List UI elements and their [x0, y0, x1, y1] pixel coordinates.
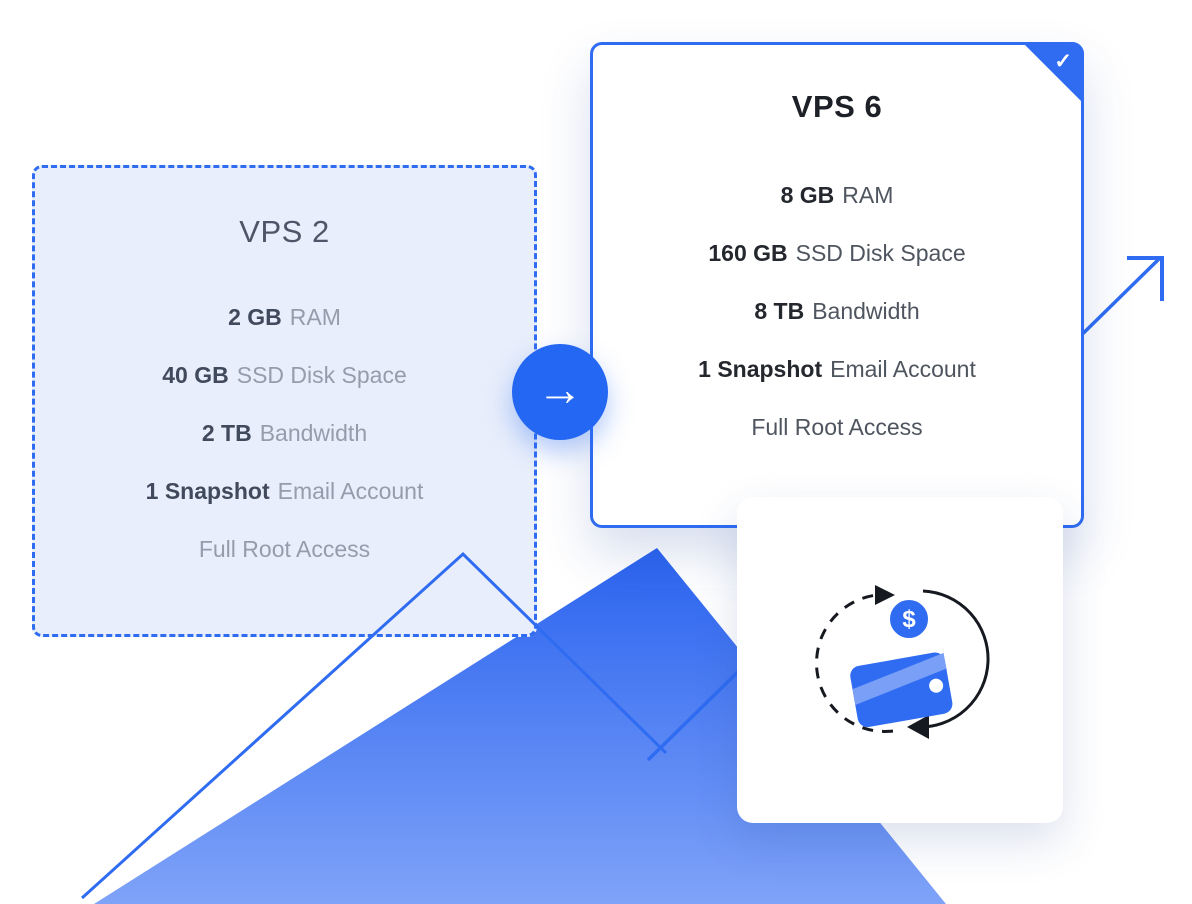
feature-value: 1 Snapshot: [145, 478, 270, 504]
feature-value: 2 GB: [228, 304, 282, 330]
plan-title-new: VPS 6: [791, 89, 883, 124]
feature-row: 8 GB RAM: [593, 182, 1081, 209]
growth-arrow-tip-icon: [1127, 256, 1164, 301]
feature-label: SSD Disk Space: [795, 240, 966, 266]
dollar-coin-icon: [886, 595, 932, 642]
feature-row: 160 GB SSD Disk Space: [593, 240, 1081, 267]
feature-value: 1 Snapshot: [698, 356, 823, 382]
feature-row: 8 TB Bandwidth: [593, 298, 1081, 325]
feature-label: RAM: [289, 304, 341, 330]
feature-value: 8 GB: [780, 182, 835, 208]
feature-value: 40 GB: [162, 362, 229, 388]
money-refund-wallet-icon: $: [815, 584, 990, 739]
check-icon: ✓: [1054, 50, 1072, 73]
feature-row: 2 GB RAM: [35, 304, 534, 331]
feature-row: Full Root Access: [35, 536, 534, 563]
feature-value: 160 GB: [708, 240, 788, 266]
right-arrow-icon: →: [537, 363, 583, 415]
plan-card-old[interactable]: VPS 2 2 GB RAM 40 GB SSD Disk Space 2 TB Ba…: [32, 165, 537, 637]
feature-label: Full Root Access: [751, 414, 923, 440]
dashed-orbit-arc: [815, 593, 894, 733]
plan-title-old: VPS 2: [239, 214, 330, 249]
wallet-shape: [850, 652, 953, 727]
feature-label: Bandwidth: [259, 420, 368, 446]
plan-card-new[interactable]: ✓ VPS 6 8 GB RAM 160 GB SSD Disk Space 8 T…: [590, 42, 1084, 528]
selected-corner-flag: [1022, 42, 1084, 104]
feature-row: 40 GB SSD Disk Space: [35, 362, 534, 389]
orbit-arrowhead-bottom-icon: [907, 714, 929, 739]
feature-label: Bandwidth: [812, 298, 920, 324]
feature-label: Full Root Access: [198, 536, 371, 562]
dollar-symbol: $: [902, 606, 916, 633]
feature-row: 2 TB Bandwidth: [35, 420, 534, 447]
orbit-arrowhead-top-icon: [875, 584, 895, 605]
feature-label: Email Account: [277, 478, 424, 504]
upgrade-arrow-button[interactable]: →: [512, 344, 608, 440]
feature-row: 1 Snapshot Email Account: [35, 478, 534, 505]
feature-label: SSD Disk Space: [236, 362, 407, 388]
feature-value: 2 TB: [201, 420, 252, 446]
feature-row: 1 Snapshot Email Account: [593, 356, 1081, 383]
feature-row: Full Root Access: [593, 414, 1081, 441]
feature-label: RAM: [842, 182, 894, 208]
feature-label: Email Account: [830, 356, 976, 382]
feature-value: 8 TB: [754, 298, 805, 324]
wallet-feature-card: $: [737, 497, 1063, 823]
solid-orbit-arc: [916, 589, 990, 729]
